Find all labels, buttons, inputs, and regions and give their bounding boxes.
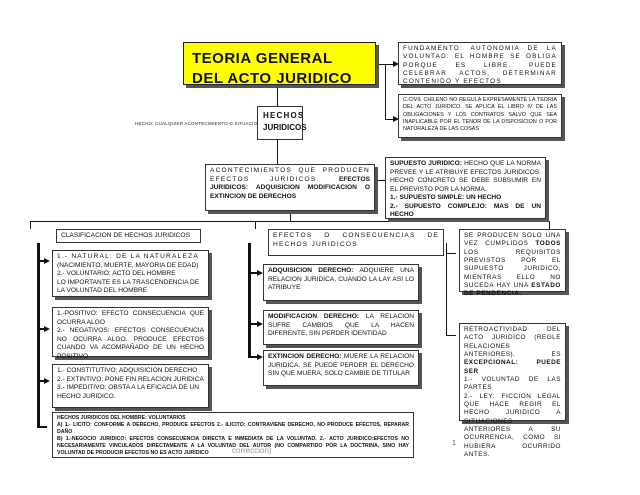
positivo-text: 1.-POSITIVO: EFECTO CONSECUENCIA QUE OCU… [57,310,204,326]
connector [30,221,550,222]
extincion-box: EXTINCION DERECHO: MUERE LA RELACION JUR… [263,350,419,386]
requisitos-todos: TODOS [535,240,561,248]
supuesto-label: SUPUESTO JURIDICO: [390,160,463,167]
connector [30,221,31,229]
fundamento-box: FUNDAMENTO: AUTONOMIA DE LA VOLUNTAD: EL… [398,42,562,85]
connector [385,119,397,120]
acontecimientos-text: ACONTECIMIENTOS QUE PRODUCEN EFECTOS JUR… [210,167,370,183]
efectos-box: EFECTOS O CONSECUENCIAS DE HECHOS JURIDI… [268,229,444,256]
requisitos-text2: LOS REQUISITOS PREVISTOS POR EL SUPUESTO… [464,248,561,289]
supuesto-complejo: 2.- SUPUESTO COMPLEJO: MAS DE UN HECHO [390,202,541,219]
voluntarios-box: HECHOS JURIDICOS DEL HOMBRE: VOLUNTARIOS… [52,412,414,458]
positivo-box: 1.-POSITIVO: EFECTO CONSECUENCIA QUE OCU… [52,307,209,360]
page-title: TEORIA GENERAL DEL ACTO JURIDICO [192,50,352,88]
naturaleza-box: 1.- NATURAL: DE LA NATURALEZA (NACIMIENT… [52,250,209,297]
connector [248,323,260,325]
retroactividad-text: RETROACTIVIDAD DEL ACTO JURIDICO (REGLE … [464,326,561,358]
arrow [393,61,399,67]
juridicos-label: JURIDICOS [263,123,307,132]
requisitos-text: SE PRODUCEN SOLO UNA VEZ CUMPLIDOS [464,232,561,248]
connector [248,272,260,274]
connector [37,260,47,262]
adquisicion-label: ADQUISICION DERECHO: [268,267,354,274]
connector [37,426,47,428]
fundamento-text: FUNDAMENTO: AUTONOMIA DE LA VOLUNTAD: EL… [403,45,557,86]
connector [377,64,397,65]
clasificacion-box: CLASIFICACION DE HECHOS JURIDICOS [56,229,201,243]
retroactividad-item1: 1.- VOLUNTAD DE LAS PARTES [464,375,561,392]
modificacion-text: LA RELACION SUFRE CAMBIOS QUE LA HACEN D… [268,313,414,338]
supuesto-simple: 1.- SUPUESTO SIMPLE: UN HECHO [390,194,502,202]
hecho-note: HECHO: CUALQUIER ACONTECIMIENTO O SITUAC… [135,121,261,126]
efectos-juridicos-text: EFECTOS JURIDICOS: ADQUISICION MODIFICAC… [210,175,370,200]
supuesto-box: SUPUESTO JURIDICO: HECHO QUE LA NORMA PR… [385,157,546,219]
connector [385,64,386,120]
connector [277,140,278,164]
modificacion-label: MODIFICACION DERECHO: [268,313,360,320]
estado-pendencia: ESTADO DE PENDENCIA. [464,281,561,298]
retroactividad-excepcional: EXCEPCIONAL: PUEDE SER [464,359,561,375]
retroactividad-box: RETROACTIVIDAD DEL ACTO JURIDICO (REGLE … [459,323,566,458]
natural-examples: (NACIMIENTO, MUERTE, MAYORIA DE EDAD) [57,261,199,269]
constitutivo-box: 1.- CONSTITUTIVO: ADQUISICION DERECHO 2.… [52,364,209,408]
hechos-juridicos-box: HECHOS JURIDICOS [257,106,307,140]
requisitos-box: SE PRODUCEN SOLO UNA VEZ CUMPLIDOS TODOS… [459,229,566,297]
voluntario-note: LO IMPORTANTE ES LA TRASCENDENCIA DE LA … [57,278,200,295]
clasificacion-text: CLASIFICACION DE HECHOS JURIDICOS [61,232,190,239]
connector [446,335,456,336]
extincion-text: MUERE LA RELACION JURIDICA. SE PUEDE PER… [268,353,414,378]
arrow [44,378,50,384]
codigo-civil-box: C.CIVIL CHILENO NO REGULA EXPRESAMENTE L… [398,94,562,138]
connector [290,211,291,221]
arrow [257,321,263,327]
negativo-text: 2.- NEGATIVOS: EFECTOS CONSECUENCIA NO O… [57,327,204,360]
page-number: 1 [452,440,456,447]
footer-note: correccion) [232,446,272,455]
constitutivo-text: 1.- CONSTITUTIVO: ADQUISICION DERECHO [57,367,198,374]
connector [255,221,256,229]
connector [446,253,456,254]
voluntarios-a: A) 1.- LICITO: CONFORME A DERECHO, PRODU… [57,422,409,436]
modificacion-box: MODIFICACION DERECHO: LA RELACION SUFRE … [263,310,419,345]
adquisicion-text: ADQUIERE UNA RELACION JURIDICA, CUANDO L… [268,267,414,292]
efectos-text: EFECTOS O CONSECUENCIAS DE HECHOS JURIDI… [273,232,439,248]
connector [248,356,260,358]
natural-line: 1.- NATURAL: DE LA NATURALEZA [57,253,199,260]
connector [248,243,251,358]
supuesto-text: HECHO QUE LA NORMA PREVEE Y LE ATRIBUYE … [390,160,541,193]
hechos-label: HECHOS [263,111,305,120]
connector [446,243,447,335]
extincion-label: EXTINCION DERECHO: [268,353,342,360]
acontecimientos-box: ACONTECIMIENTOS QUE PRODUCEN EFECTOS JUR… [205,164,375,211]
connector [549,221,550,229]
adquisicion-box: ADQUISICION DERECHO: ADQUIERE UNA RELACI… [263,264,419,301]
extintivo-text: 2.- EXTINTIVO: PONE FIN RELACION JURIDIC… [57,375,204,383]
title-box: TEORIA GENERAL DEL ACTO JURIDICO [183,42,376,88]
arrow [44,326,50,332]
impeditivo-text: 3.- IMPEDITIVO: OBSTA A LA EFICACIA DE U… [57,384,200,400]
arrow [44,258,50,264]
voluntario-line: 2.- VOLUNTARIO: ACTO DEL HOMBRE [57,270,176,278]
arrow [257,354,263,360]
voluntarios-title: HECHOS JURIDICOS DEL HOMBRE: VOLUNTARIOS [57,415,186,421]
voluntarios-b: B) 1.-NEGOCIO JURIDICO: EFECTOS CONSECUE… [57,436,409,457]
connector [277,84,278,106]
arrow [393,116,399,122]
arrow [257,270,263,276]
connector [37,380,47,382]
codigo-civil-text: C.CIVIL CHILENO NO REGULA EXPRESAMENTE L… [403,97,557,133]
connector [375,180,385,181]
connector [37,243,40,426]
retroactividad-item2: 2.- LEY: FICCION LEGAL QUE HACE REGIR EL… [464,392,561,458]
connector [37,328,47,330]
